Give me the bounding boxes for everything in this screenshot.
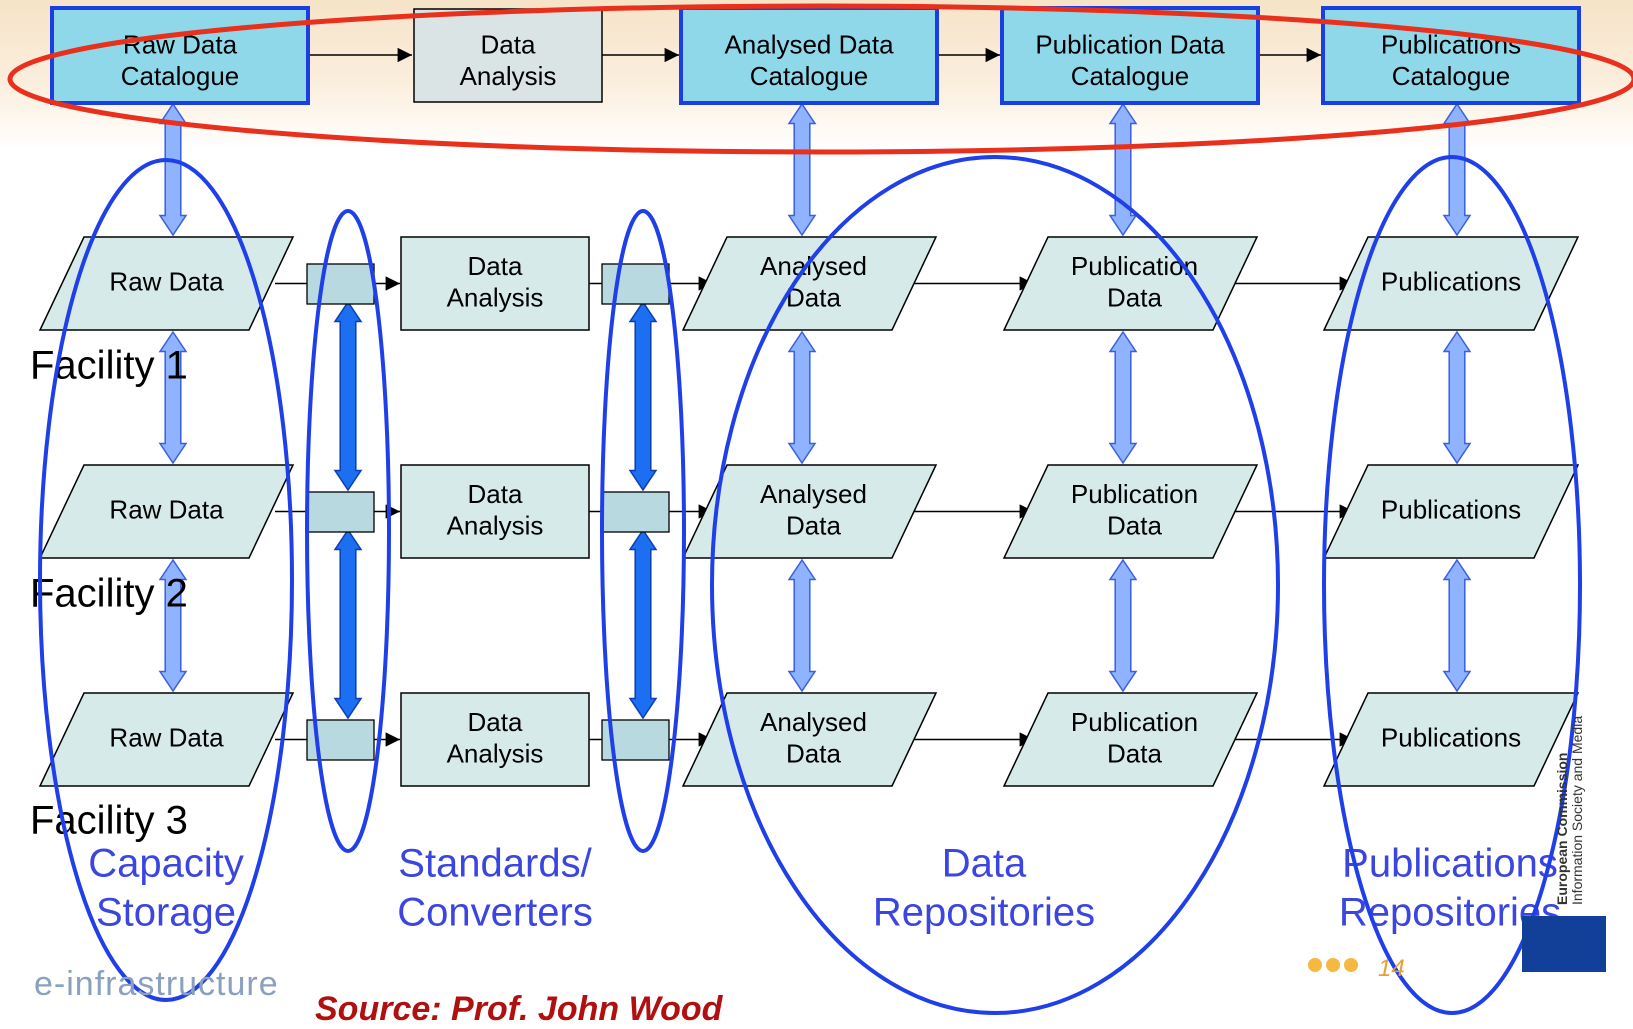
analysis-label-1-line2: Analysis bbox=[447, 282, 544, 312]
oval-layer bbox=[7, 3, 1633, 1015]
analysis-box-1 bbox=[400, 236, 590, 331]
raw-data-label-2: Raw Data bbox=[109, 494, 224, 524]
analysis-label-2-line2: Analysis bbox=[447, 510, 544, 540]
raw-data-shape-3 bbox=[38, 692, 295, 787]
catalogue-label-5-line2: Catalogue bbox=[1392, 61, 1511, 91]
publication-data-label-1-line2: Data bbox=[1107, 282, 1162, 312]
publication-data-label-1-line1: Publication bbox=[1071, 251, 1198, 281]
analysis-label-1-line1: Data bbox=[468, 251, 523, 281]
group-label-standards-line2: Converters bbox=[397, 890, 593, 934]
converter-arrow-col1-b bbox=[333, 528, 363, 720]
facility-label-2: Facility 2 bbox=[30, 572, 188, 616]
analysed-data-shape-3 bbox=[681, 692, 938, 787]
group-label-capacity-line2: Storage bbox=[96, 890, 236, 934]
publications-repositories-oval bbox=[1322, 155, 1582, 1015]
analysis-box-3 bbox=[400, 692, 590, 787]
group-label-capacity-line1: Capacity bbox=[88, 842, 244, 886]
group-label-data-repositories-line1: Data bbox=[942, 842, 1027, 886]
publication-data-label-3-line1: Publication bbox=[1071, 707, 1198, 737]
catalogue-label-4-line2: Catalogue bbox=[1071, 61, 1190, 91]
data-repositories-oval bbox=[710, 155, 1280, 1015]
group-label-data-repositories-line2: Repositories bbox=[873, 890, 1095, 934]
catalogue-label-2-line2: Analysis bbox=[460, 61, 557, 91]
ec-line-1: European Commission bbox=[1554, 752, 1570, 905]
ec-line-2: Information Society and Media bbox=[1569, 715, 1585, 905]
analysed-data-shape-2 bbox=[681, 464, 938, 559]
facility-label-3: Facility 3 bbox=[30, 799, 188, 843]
catalogue-label-2-line1: Data bbox=[481, 29, 536, 59]
connection-layer bbox=[158, 47, 1472, 747]
standards-oval-2 bbox=[600, 209, 686, 853]
analysis-label-3-line1: Data bbox=[468, 707, 523, 737]
analysed-data-label-2-line2: Data bbox=[786, 510, 841, 540]
publication-data-label-2-line1: Publication bbox=[1071, 479, 1198, 509]
publication-data-label-3-line2: Data bbox=[1107, 738, 1162, 768]
analysed-data-label-3-line2: Data bbox=[786, 738, 841, 768]
group-label-standards-line1: Standards/ bbox=[398, 842, 592, 886]
double-arrow-col3-seg2 bbox=[1108, 330, 1138, 465]
raw-data-label-3: Raw Data bbox=[109, 722, 224, 752]
source-credit: Source: Prof. John Wood bbox=[315, 990, 723, 1028]
converter-box-a-2 bbox=[306, 491, 375, 533]
double-arrow-col1-seg3 bbox=[158, 558, 188, 693]
analysed-data-shape-1 bbox=[681, 236, 938, 331]
double-arrow-col4-seg2 bbox=[1442, 330, 1472, 465]
double-arrow-col3-seg3 bbox=[1108, 558, 1138, 693]
publications-label-1: Publications bbox=[1381, 266, 1521, 296]
capacity-storage-oval bbox=[38, 158, 294, 1002]
group-label-publications-repositories-line1: Publications bbox=[1342, 842, 1558, 886]
eu-flag-icon bbox=[1522, 916, 1606, 972]
converter-arrow-col2-b bbox=[628, 528, 658, 720]
double-arrow-col2-seg1 bbox=[787, 102, 817, 237]
catalogue-oval bbox=[7, 3, 1633, 155]
raw-data-shape-2 bbox=[38, 464, 295, 559]
page-number: 14 bbox=[1378, 955, 1405, 982]
analysed-data-label-1-line2: Data bbox=[786, 282, 841, 312]
analysis-label-3-line2: Analysis bbox=[447, 738, 544, 768]
double-arrow-col4-seg3 bbox=[1442, 558, 1472, 693]
catalogue-analysis-box bbox=[413, 8, 603, 103]
double-arrow-col1-seg2 bbox=[158, 330, 188, 465]
publications-shape-3 bbox=[1322, 692, 1580, 787]
analysed-data-label-3-line1: Analysed bbox=[760, 707, 867, 737]
publication-data-label-2-line2: Data bbox=[1107, 510, 1162, 540]
converter-arrow-col2-a bbox=[628, 300, 658, 492]
catalogue-label-1-line2: Catalogue bbox=[121, 61, 240, 91]
publication-data-shape-3 bbox=[1002, 692, 1259, 787]
publications-label-3: Publications bbox=[1381, 722, 1521, 752]
raw-data-label-1: Raw Data bbox=[109, 266, 224, 296]
publications-shape-1 bbox=[1322, 236, 1580, 331]
converter-box-b-1 bbox=[601, 263, 670, 305]
converter-arrow-col1-a bbox=[333, 300, 363, 492]
dots-decoration bbox=[1308, 958, 1368, 978]
double-arrow-col3-seg1 bbox=[1108, 102, 1138, 237]
european-commission-label: European Commission Information Society … bbox=[1554, 715, 1585, 905]
publications-label-2: Publications bbox=[1381, 494, 1521, 524]
e-infrastructure-logo: e-infrastructure bbox=[34, 965, 279, 1003]
publication-data-shape-2 bbox=[1002, 464, 1259, 559]
converter-box-b-2 bbox=[601, 491, 670, 533]
catalogue-label-3-line2: Catalogue bbox=[750, 61, 869, 91]
analysis-box-2 bbox=[400, 464, 590, 559]
raw-data-shape-1 bbox=[38, 236, 295, 331]
catalogue-box-3 bbox=[679, 6, 939, 105]
analysed-data-label-2-line1: Analysed bbox=[760, 479, 867, 509]
double-arrow-col2-seg2 bbox=[787, 330, 817, 465]
catalogue-label-4-line1: Publication Data bbox=[1035, 29, 1225, 59]
catalogue-box-4 bbox=[1000, 6, 1260, 105]
catalogue-label-3-line1: Analysed Data bbox=[724, 29, 894, 59]
publications-shape-2 bbox=[1322, 464, 1580, 559]
publication-data-shape-1 bbox=[1002, 236, 1259, 331]
converter-box-a-1 bbox=[306, 263, 375, 305]
analysis-label-2-line1: Data bbox=[468, 479, 523, 509]
standards-oval-1 bbox=[305, 209, 391, 853]
double-arrow-col2-seg3 bbox=[787, 558, 817, 693]
